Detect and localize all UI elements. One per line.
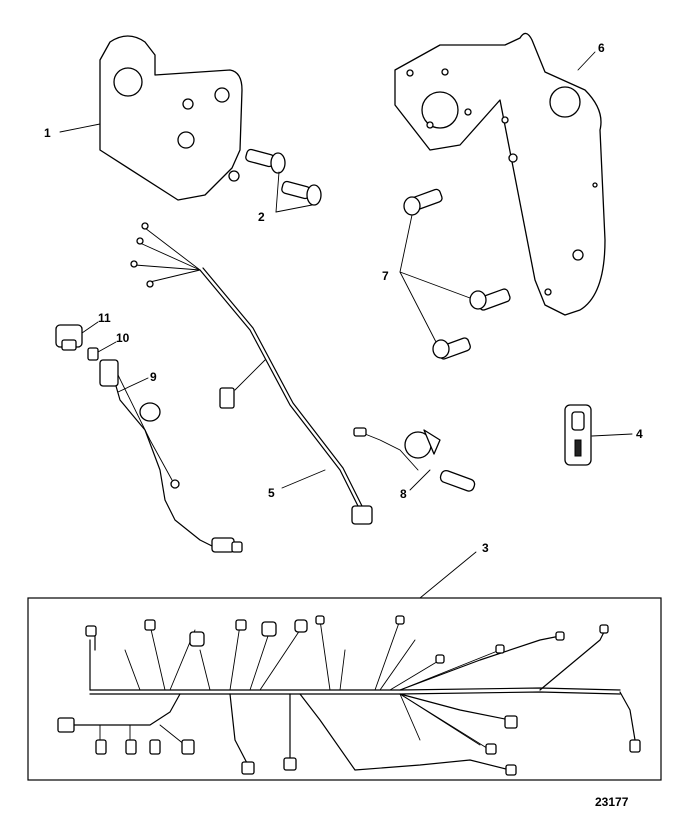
main-harness-frame: [27, 597, 662, 781]
bolt-pair: [245, 148, 322, 206]
callout-10: 10: [116, 331, 130, 345]
temperature-sensor: [353, 427, 476, 492]
callout-6: 6: [598, 41, 605, 55]
callout-9: 9: [150, 370, 157, 384]
bracket-large: [394, 32, 606, 316]
callout-1: 1: [44, 126, 51, 140]
wiring-harness-small: [130, 222, 373, 525]
main-engine-harness: [57, 615, 641, 776]
terminal-clip: [87, 347, 99, 361]
callout-5: 5: [268, 486, 275, 500]
callout-7: 7: [382, 269, 389, 283]
callout-11: 11: [98, 311, 111, 325]
connector-cap: [55, 324, 83, 351]
figure-number: 23177: [595, 795, 629, 809]
callout-2: 2: [258, 210, 265, 224]
callout-4: 4: [636, 427, 643, 441]
bracket-small: [99, 35, 243, 201]
bolt-triple: [403, 188, 511, 360]
sensor-pigtail-harness: [99, 359, 243, 553]
callout-3: 3: [482, 541, 489, 555]
connector-plug: [564, 404, 592, 466]
callout-8: 8: [400, 487, 407, 501]
